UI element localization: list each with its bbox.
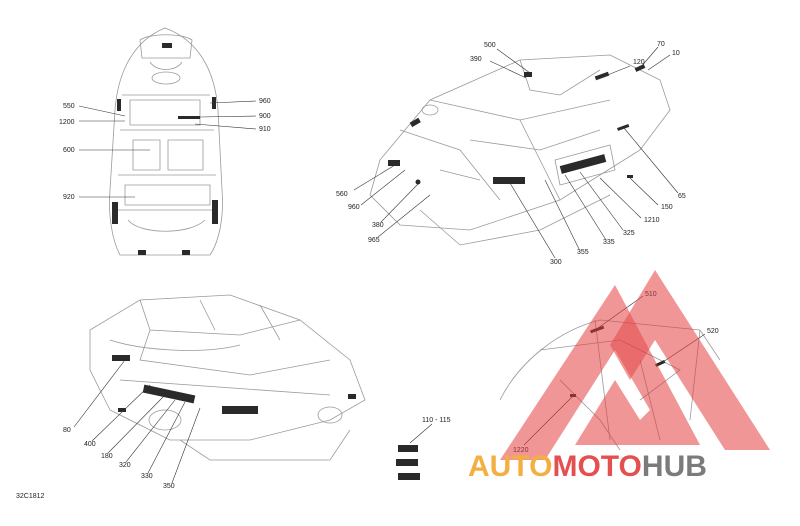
decal-side-front (112, 355, 130, 361)
callout-10: 10 (672, 50, 680, 57)
callout-320: 320 (119, 462, 131, 469)
top-view-callouts: 550 1200 600 920 960 900 910 (59, 98, 271, 201)
decal-rear-fender (388, 160, 400, 166)
callout-960-rear: 960 (348, 204, 360, 211)
callout-355: 355 (577, 249, 589, 256)
decal-rear-side-logo (493, 177, 525, 184)
brand-hub: HUB (642, 450, 707, 483)
decal-set: 110 - 115 (396, 417, 451, 480)
callout-910: 910 (259, 126, 271, 133)
decal-top-nose (162, 43, 172, 48)
callout-520: 520 (707, 328, 719, 335)
decal-rear-side-stripe (559, 154, 607, 174)
brand-moto: MOTO (552, 450, 641, 483)
decal-rear-left (409, 117, 421, 128)
callout-330: 330 (141, 473, 153, 480)
side-iso-vehicle (89, 294, 366, 461)
decal-item-3 (398, 473, 420, 480)
decal-top-left-rear (112, 202, 118, 224)
decal-item-2 (396, 459, 418, 466)
decal-cage-side (655, 359, 666, 367)
decal-side-logo (222, 406, 258, 414)
logo-triangle-left (500, 285, 700, 460)
callout-1210: 1210 (644, 217, 660, 224)
callout-325: 325 (623, 230, 635, 237)
callout-965: 965 (368, 237, 380, 244)
callout-1200: 1200 (59, 119, 75, 126)
rear-iso-vehicle (369, 54, 671, 246)
svg-text:AUTOMOTOHUB: AUTOMOTOHUB (468, 450, 707, 483)
callout-150: 150 (661, 204, 673, 211)
logo-triangle-right (610, 270, 770, 450)
side-iso-callouts: 80 400 180 320 330 350 (63, 359, 201, 490)
top-view-vehicle (109, 27, 223, 256)
callout-350: 350 (163, 483, 175, 490)
callout-65: 65 (678, 193, 686, 200)
callout-560: 560 (336, 191, 348, 198)
callout-900: 900 (259, 113, 271, 120)
callout-300: 300 (550, 259, 562, 266)
callout-120: 120 (633, 59, 645, 66)
callout-110-115: 110 - 115 (422, 417, 451, 424)
callout-400: 400 (84, 441, 96, 448)
callout-920: 920 (63, 194, 75, 201)
decal-side-stripe (142, 384, 196, 404)
callout-180: 180 (101, 453, 113, 460)
decal-item-1 (398, 445, 418, 452)
watermark-logo: AUTOMOTOHUB (468, 270, 770, 483)
drawing-code: 32C1812 (16, 493, 45, 500)
callout-600: 600 (63, 147, 75, 154)
brand-auto: AUTO (468, 450, 552, 483)
decal-top-left-front (117, 99, 121, 111)
callout-335: 335 (603, 239, 615, 246)
callout-550: 550 (63, 103, 75, 110)
callout-80: 80 (63, 427, 71, 434)
decal-top-center (178, 116, 200, 119)
decal-rear-top (524, 72, 532, 77)
callout-500: 500 (484, 42, 496, 49)
callout-960: 960 (259, 98, 271, 105)
callout-380: 380 (372, 222, 384, 229)
rear-iso-callouts: 500 390 120 70 10 560 960 380 965 65 150… (336, 41, 686, 266)
decal-top-right-rear (212, 200, 218, 224)
callout-390: 390 (470, 56, 482, 63)
callout-70: 70 (657, 41, 665, 48)
